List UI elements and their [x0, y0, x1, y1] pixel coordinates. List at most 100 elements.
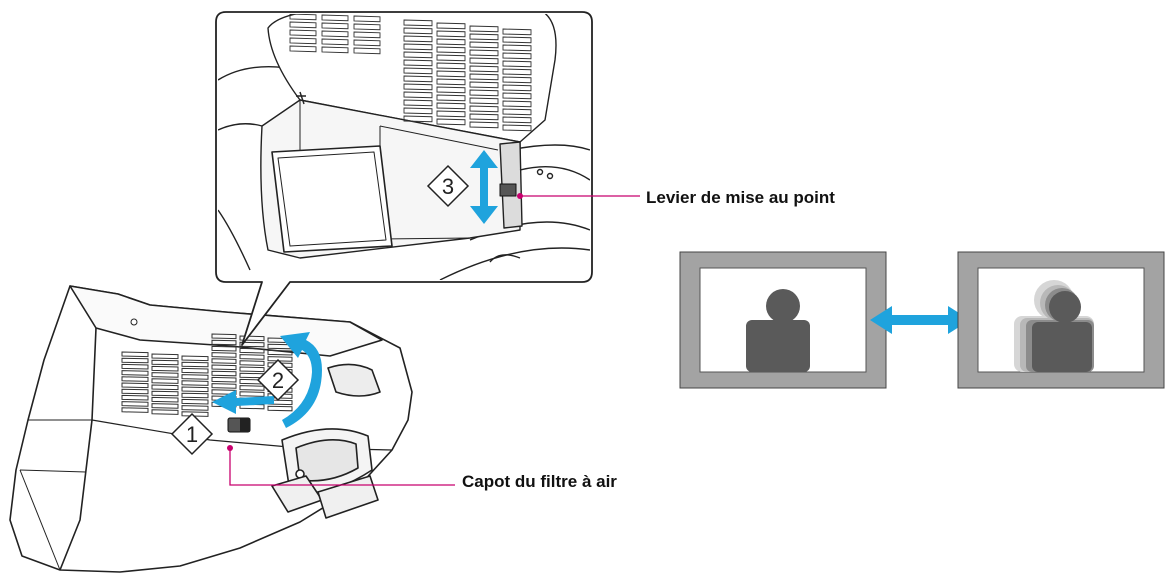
vent-slat [502, 36, 532, 44]
vent-slat [121, 363, 149, 370]
vent-slat [289, 37, 317, 45]
screw-detail [130, 318, 138, 326]
vent-slat [289, 14, 317, 21]
vent-slat [121, 376, 149, 382]
vent-slat [469, 41, 499, 49]
vent-slat [502, 116, 532, 124]
vent-slat [121, 407, 149, 413]
vent-slat [239, 347, 265, 354]
blurred-image-frame [957, 251, 1165, 389]
vent-slat [151, 359, 179, 366]
vent-slat [403, 107, 433, 115]
vent-slat [321, 30, 349, 38]
vent-slat [239, 391, 265, 397]
vent-slat [181, 367, 209, 374]
vent-slat [121, 357, 149, 364]
vent-slat [403, 27, 433, 35]
vent-slat [469, 65, 499, 73]
sharp-image-frame [679, 251, 887, 389]
vent-slat [151, 390, 179, 397]
vent-slat [469, 97, 499, 105]
vent-slat [181, 355, 209, 362]
vent-slat [239, 341, 265, 348]
step-badge-1: 1 [170, 412, 214, 456]
vent-slat [353, 15, 381, 23]
vent-slat [502, 44, 532, 52]
vent-slat [436, 118, 466, 126]
vent-slat [353, 23, 381, 31]
vent-slat [181, 374, 209, 380]
vent-slat [239, 366, 265, 373]
vent-slat [436, 30, 466, 38]
vent-slat [121, 388, 149, 395]
air-filter-cover-label: Capot du filtre à air [462, 472, 617, 491]
vent-slat [181, 398, 209, 405]
step-number-1: 1 [186, 422, 198, 447]
vent-slat [502, 60, 532, 68]
vent-slat [469, 121, 499, 129]
vent-slat [502, 108, 532, 116]
vent-slat [436, 46, 466, 54]
step-badge-3: 3 [426, 164, 470, 208]
vent-slat [289, 45, 317, 53]
vent-slat [436, 62, 466, 70]
vent-slat [151, 353, 179, 360]
vent-slat [469, 81, 499, 89]
vent-slat [469, 25, 499, 33]
vent-slat [403, 99, 433, 107]
step-number-2: 2 [272, 368, 284, 393]
vent-slat [403, 83, 433, 91]
vent-slat [469, 105, 499, 113]
vent-slat [502, 68, 532, 76]
vent-slat [289, 21, 317, 29]
vent-slat [267, 349, 293, 356]
vent-slat [436, 22, 466, 30]
vent-slat [436, 54, 466, 62]
vent-slat [151, 378, 179, 384]
body-vents [121, 333, 293, 417]
vent-slat [469, 57, 499, 65]
vent-slat [181, 386, 209, 393]
step-number-3: 3 [442, 174, 454, 199]
vent-slat [353, 39, 381, 47]
vent-slat [151, 403, 179, 409]
vent-slat [211, 370, 237, 377]
vent-slat [502, 100, 532, 108]
vent-slat [321, 38, 349, 46]
vent-slat [211, 352, 237, 358]
curved-arrow-up-icon [280, 332, 322, 428]
vent-slat [239, 354, 265, 360]
vent-slat [403, 91, 433, 99]
vent-slat [502, 92, 532, 100]
double-arrow-horizontal-icon [870, 306, 970, 334]
vent-slat [151, 409, 179, 415]
vent-slat [436, 38, 466, 46]
vent-slat [121, 401, 149, 407]
vent-slat [211, 345, 237, 352]
vent-slat [321, 22, 349, 30]
vent-slat [436, 78, 466, 86]
vent-slat [403, 67, 433, 75]
vent-slat [267, 405, 293, 412]
vent-slat [121, 382, 149, 389]
vent-slat [151, 372, 179, 378]
vent-slat [353, 31, 381, 39]
double-arrow-vertical-icon [470, 150, 498, 224]
vent-slat [181, 392, 209, 399]
vent-slat [469, 89, 499, 97]
vent-slat [321, 46, 349, 54]
vent-slat [239, 360, 265, 366]
focus-lever-label: Levier de mise au point [646, 188, 835, 207]
vent-slat [181, 361, 209, 368]
vent-slat [151, 384, 179, 391]
vent-slat [181, 380, 209, 386]
vent-slat [436, 110, 466, 118]
vent-slat [436, 86, 466, 94]
projector-body [9, 285, 413, 573]
vent-slat [403, 43, 433, 51]
person-figure-sharp [746, 289, 810, 372]
person-figure-blurred [1014, 280, 1094, 372]
vent-slat [211, 339, 237, 346]
